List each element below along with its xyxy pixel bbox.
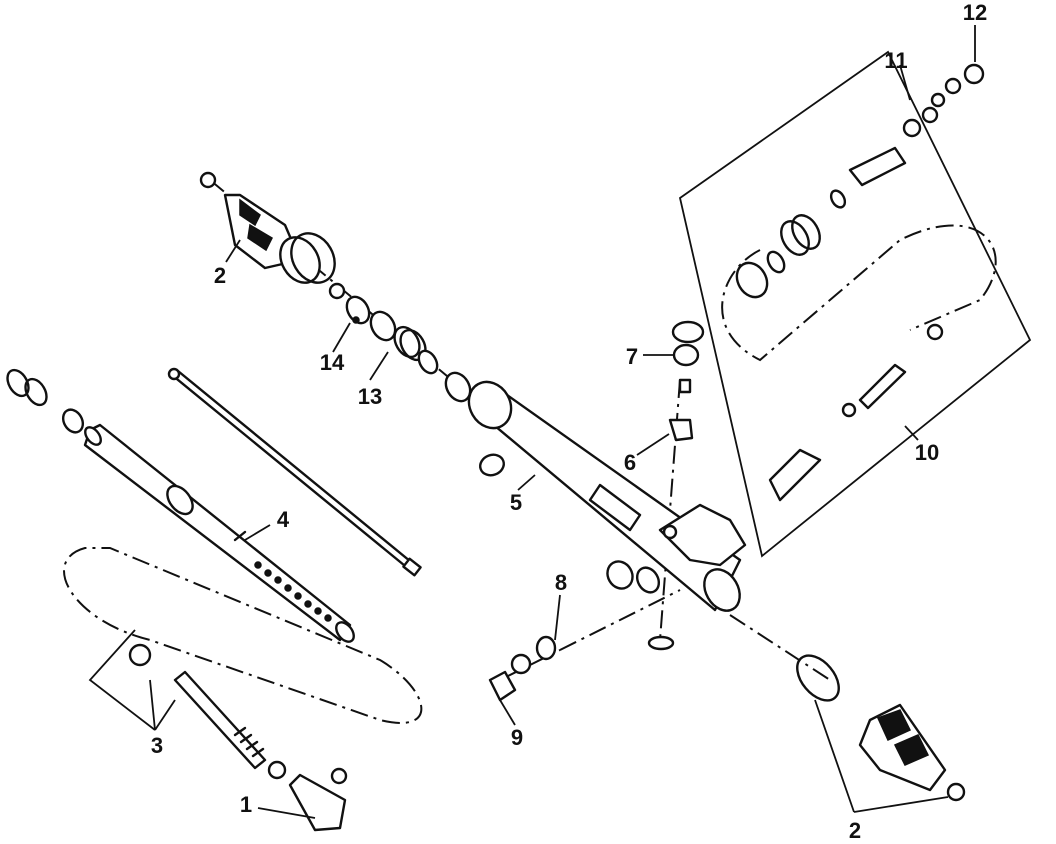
callout-14: 14	[320, 350, 345, 375]
inner-tie-rod-assembly	[83, 423, 355, 643]
callout-10: 10	[915, 440, 939, 465]
callout-2-lower: 2	[849, 818, 861, 843]
rack-housing	[467, 380, 747, 651]
adjuster-stack	[668, 320, 705, 442]
callout-12: 12	[963, 0, 987, 25]
callout-13: 13	[358, 384, 382, 409]
outer-tie-rod	[128, 643, 348, 832]
callout-4: 4	[277, 507, 290, 532]
callout-5: 5	[510, 490, 522, 515]
callout-9: 9	[511, 725, 523, 750]
callout-2-upper: 2	[214, 263, 226, 288]
tie-rod-threads	[233, 726, 265, 758]
left-end-rings	[6, 368, 85, 434]
valve-assembly	[678, 50, 1032, 558]
transfer-rod	[167, 367, 422, 577]
callout-8: 8	[555, 570, 567, 595]
callout-3: 3	[151, 733, 163, 758]
callout-1: 1	[240, 792, 252, 817]
callout-labels: 1 2 2 3 4 5 6 7 8 9 10 11 12 13 14	[151, 0, 987, 843]
yoke-parts	[488, 635, 557, 702]
rack-teeth	[254, 561, 332, 622]
callout-11: 11	[884, 48, 907, 73]
callout-7: 7	[626, 344, 638, 369]
lower-boot	[796, 654, 966, 802]
leader-lines	[88, 25, 976, 819]
callout-6: 6	[624, 450, 636, 475]
seal-bushings	[369, 310, 472, 403]
upper-boot	[199, 171, 371, 325]
